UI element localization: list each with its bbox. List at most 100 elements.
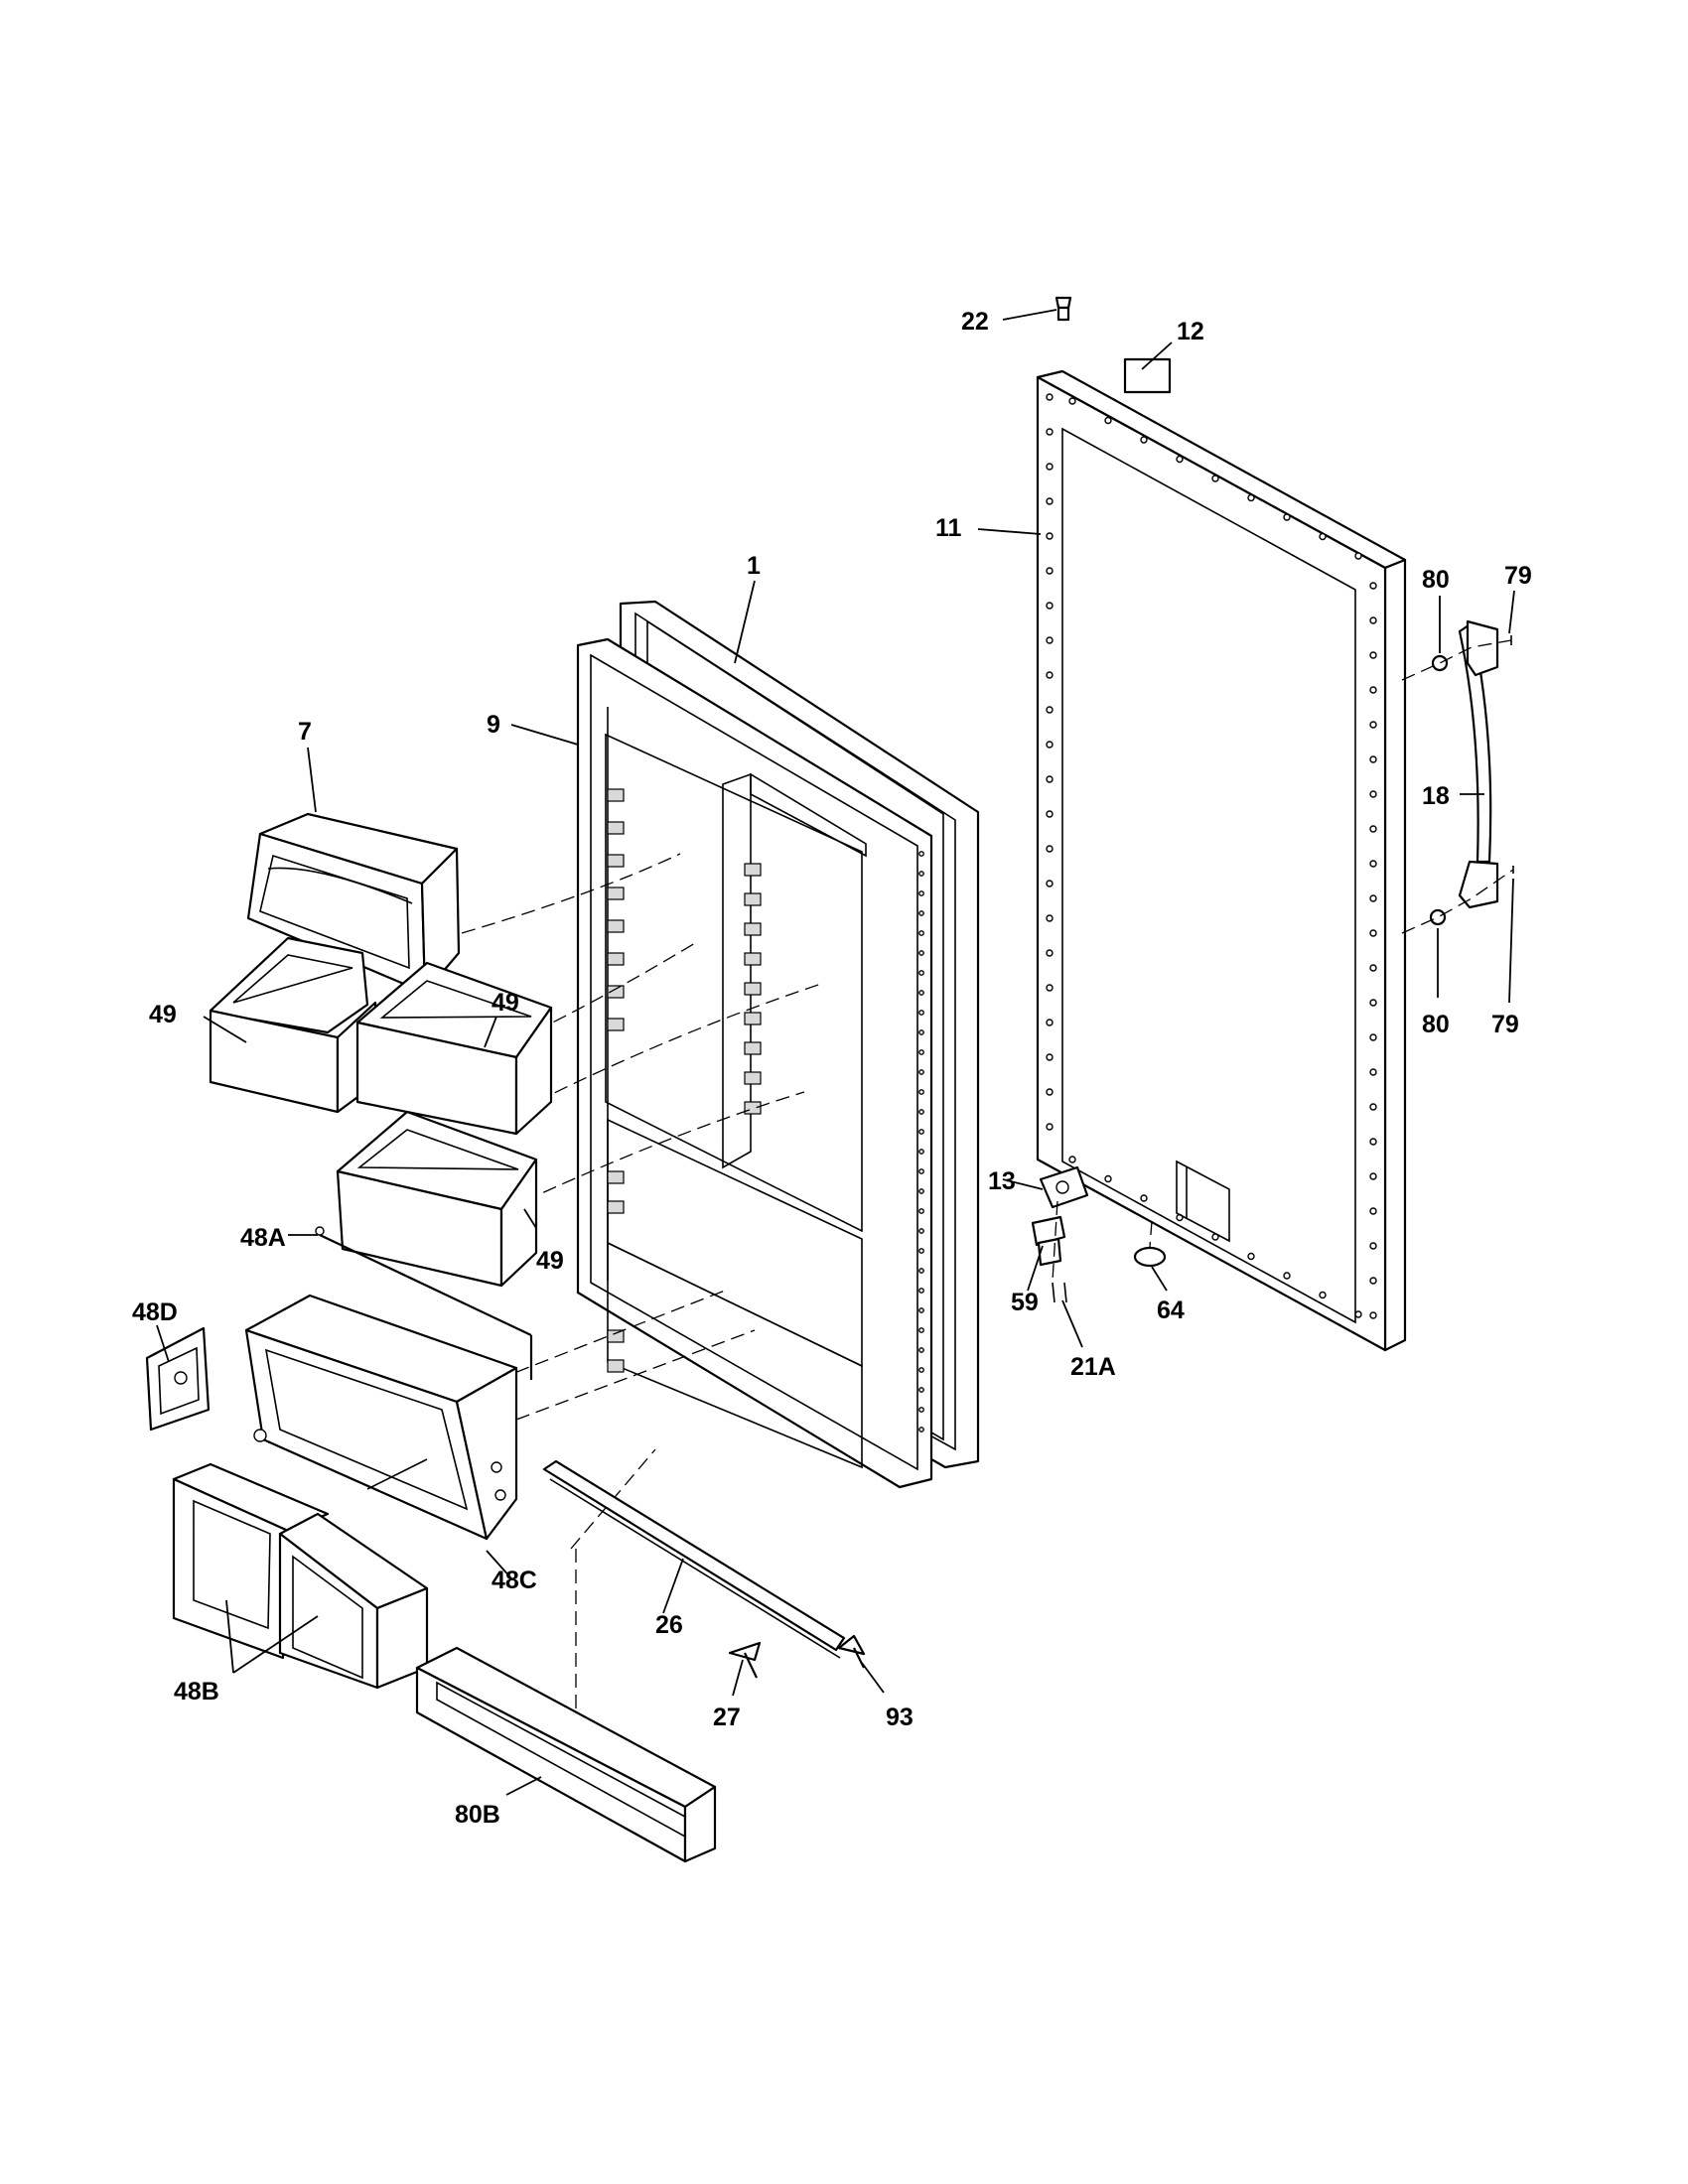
panel-screw-hole [1046, 741, 1054, 749]
panel-screw-hole [1247, 1252, 1255, 1261]
gasket-edge-dot [918, 1327, 924, 1333]
gasket-edge-dot [918, 1268, 924, 1274]
callout-48b: 48B [174, 1678, 219, 1706]
panel-screw-hole [1369, 1172, 1377, 1180]
gasket-edge-dot [918, 1089, 924, 1095]
gasket-edge-dot [918, 1248, 924, 1254]
door-handle-part [1458, 619, 1499, 909]
panel-screw-hole [1369, 721, 1377, 729]
callout-59: 59 [1011, 1289, 1039, 1316]
liner-bin-tab [744, 1012, 762, 1025]
drawer-48b-left [172, 1462, 330, 1660]
callout-49-right: 49 [492, 989, 519, 1017]
panel-screw-hole [1046, 1088, 1054, 1096]
panel-screw-hole [1104, 416, 1112, 425]
callout-13: 13 [988, 1167, 1016, 1195]
callout-7: 7 [298, 718, 312, 746]
panel-screw-hole [1369, 1242, 1377, 1250]
panel-screw-hole [1369, 582, 1377, 590]
liner-bin-tab [607, 1329, 625, 1343]
panel-screw-hole [1046, 567, 1054, 575]
dairy-bin-part [246, 812, 461, 995]
panel-screw-hole [1369, 894, 1377, 902]
gasket-edge-dot [918, 1228, 924, 1234]
gasket-edge-dot [918, 1288, 924, 1294]
door-bin-49-right [355, 961, 553, 1136]
panel-screw-hole [1176, 455, 1184, 464]
liner-bin-tab [744, 1041, 762, 1055]
callout-11: 11 [935, 514, 962, 542]
panel-screw-hole [1369, 999, 1377, 1007]
callout-79-bottom: 79 [1491, 1011, 1519, 1038]
callout-80b: 80B [455, 1801, 500, 1829]
shelf-frame-48c-part [244, 1294, 518, 1541]
gasket-edge-dot [918, 1069, 924, 1075]
panel-screw-hole [1354, 1310, 1362, 1318]
panel-screw-hole [1369, 1033, 1377, 1041]
panel-screw-hole [1369, 1138, 1377, 1146]
panel-screw-hole [1354, 552, 1362, 560]
panel-screw-hole [1369, 1207, 1377, 1215]
panel-screw-hole [1140, 436, 1148, 444]
panel-screw-hole [1319, 532, 1327, 541]
gasket-edge-dot [918, 1387, 924, 1393]
panel-screw-hole [1068, 397, 1076, 405]
callout-12: 12 [1177, 318, 1204, 345]
gasket-edge-dot [918, 990, 924, 996]
panel-screw-hole [1369, 825, 1377, 833]
callout-93: 93 [886, 1704, 914, 1731]
panel-screw-hole [1046, 532, 1054, 540]
panel-screw-hole [1046, 497, 1054, 505]
panel-screw-hole [1369, 616, 1377, 624]
liner-bin-tab [607, 952, 625, 966]
pin-27-part [728, 1641, 762, 1679]
panel-screw-hole [1104, 1174, 1112, 1183]
gasket-edge-dot [918, 1208, 924, 1214]
gasket-edge-dot [918, 910, 924, 916]
liner-bin-tab [607, 821, 625, 835]
gasket-edge-dot [918, 1049, 924, 1055]
callout-48c: 48C [492, 1567, 537, 1594]
panel-screw-hole [1369, 1103, 1377, 1111]
panel-screw-hole [1369, 686, 1377, 694]
liner-bin-tab [607, 919, 625, 933]
bracket-48d-part [145, 1326, 211, 1432]
callout-1: 1 [747, 552, 761, 580]
liner-bin-tab [744, 863, 762, 877]
callout-49-left: 49 [149, 1001, 177, 1028]
panel-screw-hole [1319, 1291, 1327, 1299]
callout-80-top: 80 [1422, 566, 1450, 594]
panel-screw-hole [1369, 964, 1377, 972]
retainer-rod-part [315, 1226, 533, 1380]
liner-bin-tab [744, 1071, 762, 1085]
panel-screw-hole [1046, 1053, 1054, 1061]
panel-screw-hole [1046, 845, 1054, 853]
panel-screw-hole [1283, 513, 1291, 521]
liner-bin-tab [607, 1018, 625, 1031]
panel-screw-hole [1046, 1019, 1054, 1026]
callout-22: 22 [961, 308, 989, 336]
leader-lines [156, 309, 1515, 1796]
callout-27: 27 [713, 1704, 741, 1731]
callout-26: 26 [655, 1611, 683, 1639]
gasket-edge-dot [918, 1010, 924, 1016]
liner-bin-tab [607, 854, 625, 868]
callout-labels: 22 12 11 1 9 7 49 49 49 80 79 18 80 79 1… [132, 308, 1532, 1829]
gasket-edge-dot [918, 1427, 924, 1433]
gasket-edge-dot [918, 970, 924, 976]
liner-bin-tab [744, 892, 762, 906]
panel-screw-hole [1247, 493, 1255, 502]
gasket-edge-dot [918, 890, 924, 896]
callout-48d: 48D [132, 1298, 178, 1326]
gasket-edge-dot [918, 1307, 924, 1313]
panel-screw-hole [1046, 602, 1054, 610]
callout-80-bottom: 80 [1422, 1011, 1450, 1038]
panel-screw-hole [1046, 984, 1054, 992]
panel-screw-hole [1046, 810, 1054, 818]
panel-screw-hole [1068, 1156, 1076, 1163]
panel-screw-hole [1046, 463, 1054, 471]
panel-screw-hole [1369, 1311, 1377, 1319]
door-bin-49-lower [336, 1110, 538, 1288]
panel-screw-hole [1369, 651, 1377, 659]
panel-screw-hole [1369, 860, 1377, 868]
